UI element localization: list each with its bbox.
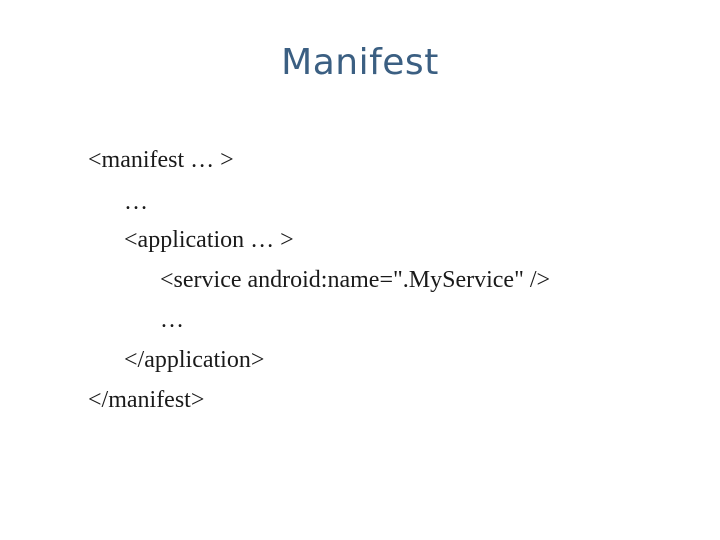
code-line-service: <service android:name=".MyService" />	[160, 267, 551, 293]
code-line-application-close: </application>	[124, 347, 265, 373]
code-line-ellipsis: …	[124, 189, 148, 215]
code-line-manifest-close: </manifest>	[88, 387, 205, 413]
code-line-ellipsis-inner: …	[160, 307, 184, 333]
slide-title: Manifest	[281, 42, 439, 83]
code-line-manifest-open: <manifest … >	[88, 147, 234, 173]
code-line-application-open: <application … >	[124, 227, 294, 253]
